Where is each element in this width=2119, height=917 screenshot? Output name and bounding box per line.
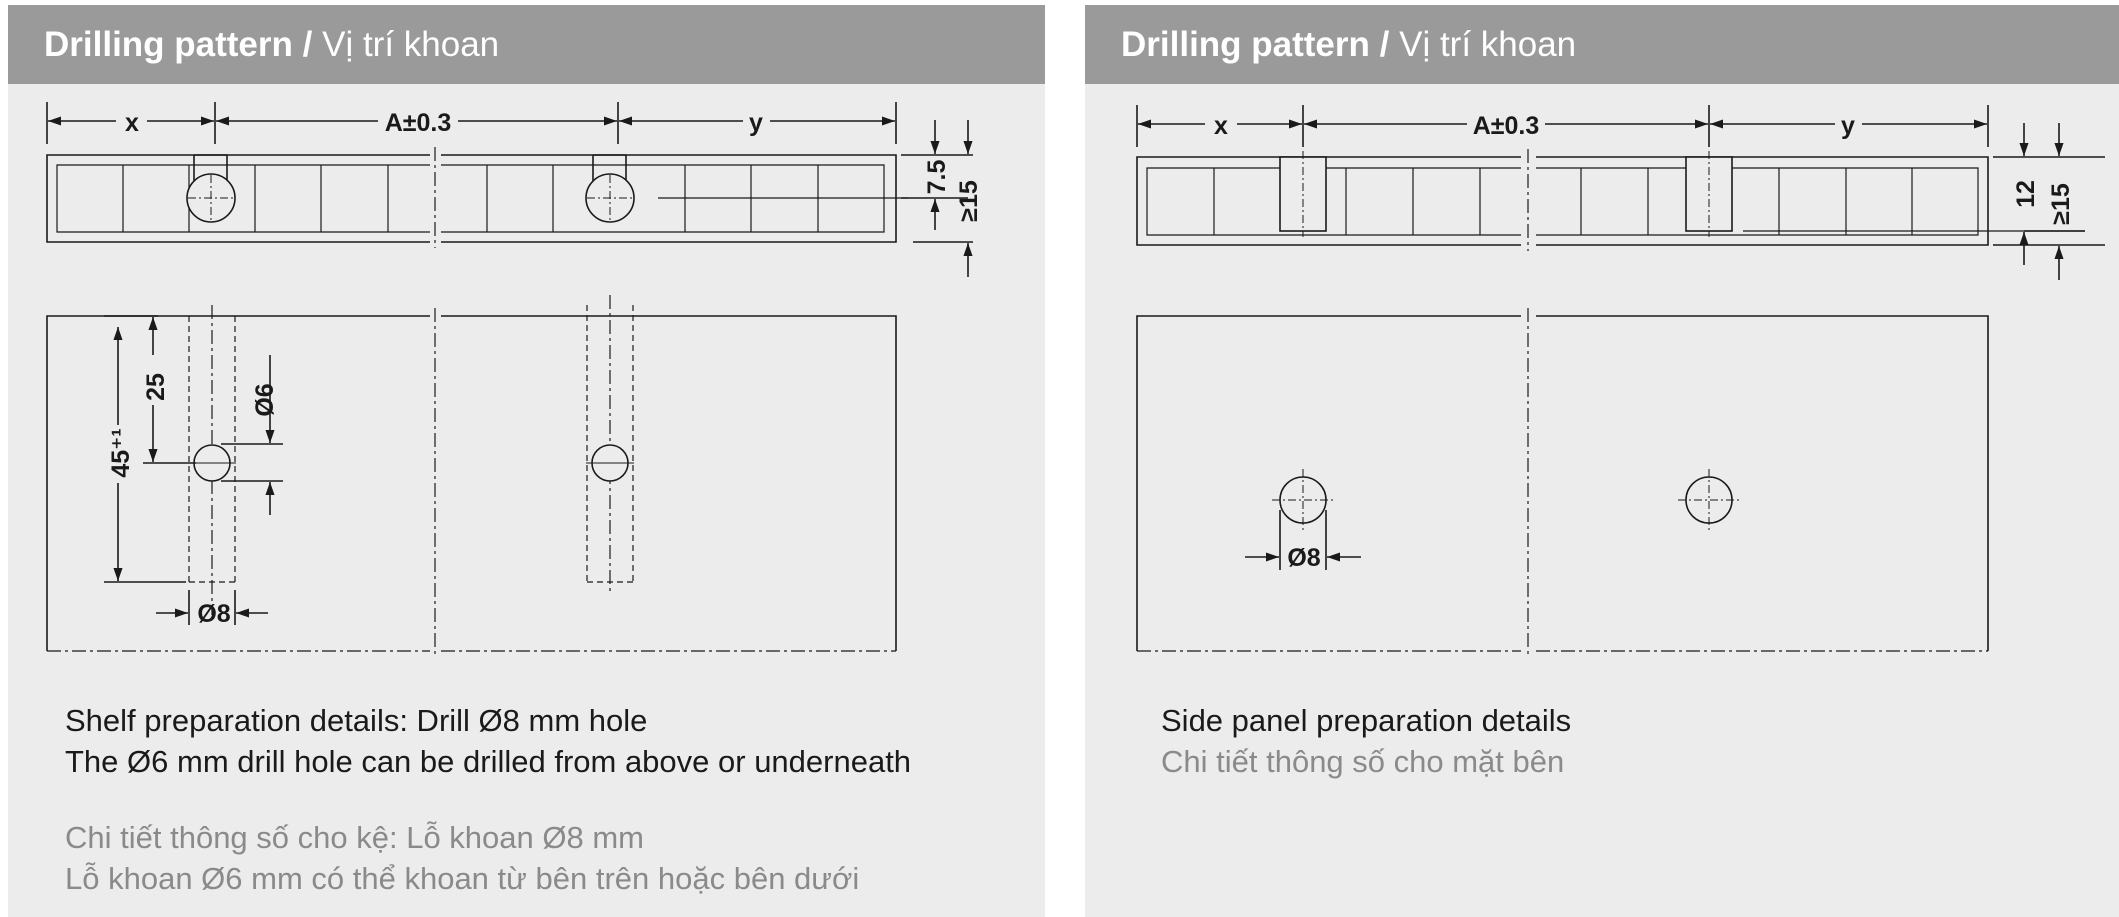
dim-x-label: x	[125, 109, 139, 137]
desc-line: Side panel preparation details	[1161, 703, 1572, 738]
side-panel-description-en: Side panel preparation details	[1161, 700, 1571, 741]
hole-top-2	[585, 154, 635, 223]
shelf-drilling-panel: Drilling pattern / Vị trí khoan x A±0.3 …	[8, 5, 1045, 917]
desc-line: Chi tiết thông số cho mặt bên	[1161, 744, 1565, 779]
dim-dia8-label: Ø8	[1287, 544, 1320, 572]
side-panel-drilling-diagram: x A±0.3 y	[1136, 105, 2105, 655]
dim-x-label: x	[1214, 112, 1228, 140]
dim-7-5-label: 7.5	[923, 160, 951, 195]
shelf-top-view	[46, 147, 908, 248]
top-dimension-line	[46, 102, 897, 144]
header-title-en: Drilling pattern /	[44, 25, 313, 64]
desc-line: The Ø6 mm drill hole can be drilled from…	[65, 744, 912, 779]
dim-25-label: 25	[142, 373, 170, 401]
dim-dia8-label: Ø8	[197, 600, 230, 628]
header-title-en: Drilling pattern /	[1121, 25, 1390, 64]
desc-line: Chi tiết thông số cho kệ: Lỗ khoan Ø8 mm	[65, 820, 644, 855]
desc-line: Lỗ khoan Ø6 mm có thể khoan từ bên trên …	[65, 861, 860, 896]
hole-front-2	[586, 444, 634, 482]
front-dimensions	[104, 315, 283, 625]
panel-header: Drilling pattern / Vị trí khoan	[8, 5, 1045, 84]
dim-a-label: A±0.3	[385, 109, 452, 137]
dim-a-label: A±0.3	[1473, 112, 1540, 140]
dim-y-label: y	[749, 109, 763, 137]
panel-header: Drilling pattern / Vị trí khoan	[1085, 5, 2119, 84]
dim-y-label: y	[1841, 112, 1855, 140]
dim-ge15-label: ≥15	[955, 180, 983, 222]
dim-12-label: 12	[2012, 180, 2040, 208]
shelf-drilling-diagram: x A±0.3 y	[46, 102, 983, 655]
front-dimensions	[1245, 510, 1361, 570]
top-dimension-line	[1136, 105, 1989, 147]
panel-front-view	[1136, 308, 1989, 655]
panel-top-view	[1136, 149, 2085, 251]
desc-line: Shelf preparation details: Drill Ø8 mm h…	[65, 703, 648, 738]
dim-ge15-label: ≥15	[2047, 183, 2075, 225]
header-title-vi: Vị trí khoan	[322, 25, 500, 64]
bore-top-1	[1279, 151, 1327, 237]
side-panel-description-vi: Chi tiết thông số cho mặt bên	[1161, 741, 1564, 782]
hole-front-1	[1272, 469, 1334, 531]
shelf-description-vi: Chi tiết thông số cho kệ: Lỗ khoan Ø8 mm…	[65, 817, 859, 899]
hole-front-2	[1678, 469, 1740, 531]
dim-45-label: 45⁺¹	[107, 428, 135, 477]
bore-top-2	[1685, 151, 1733, 237]
side-panel-drilling-panel: Drilling pattern / Vị trí khoan x A±0.3 …	[1085, 5, 2119, 917]
hole-top-1	[186, 154, 236, 223]
header-title-vi: Vị trí khoan	[1399, 25, 1577, 64]
shelf-front-view	[46, 308, 897, 655]
shelf-description-en: Shelf preparation details: Drill Ø8 mm h…	[65, 700, 911, 782]
side-dimensions	[901, 120, 973, 277]
side-dimensions	[1993, 123, 2105, 280]
dim-dia6-label: Ø6	[251, 383, 279, 416]
